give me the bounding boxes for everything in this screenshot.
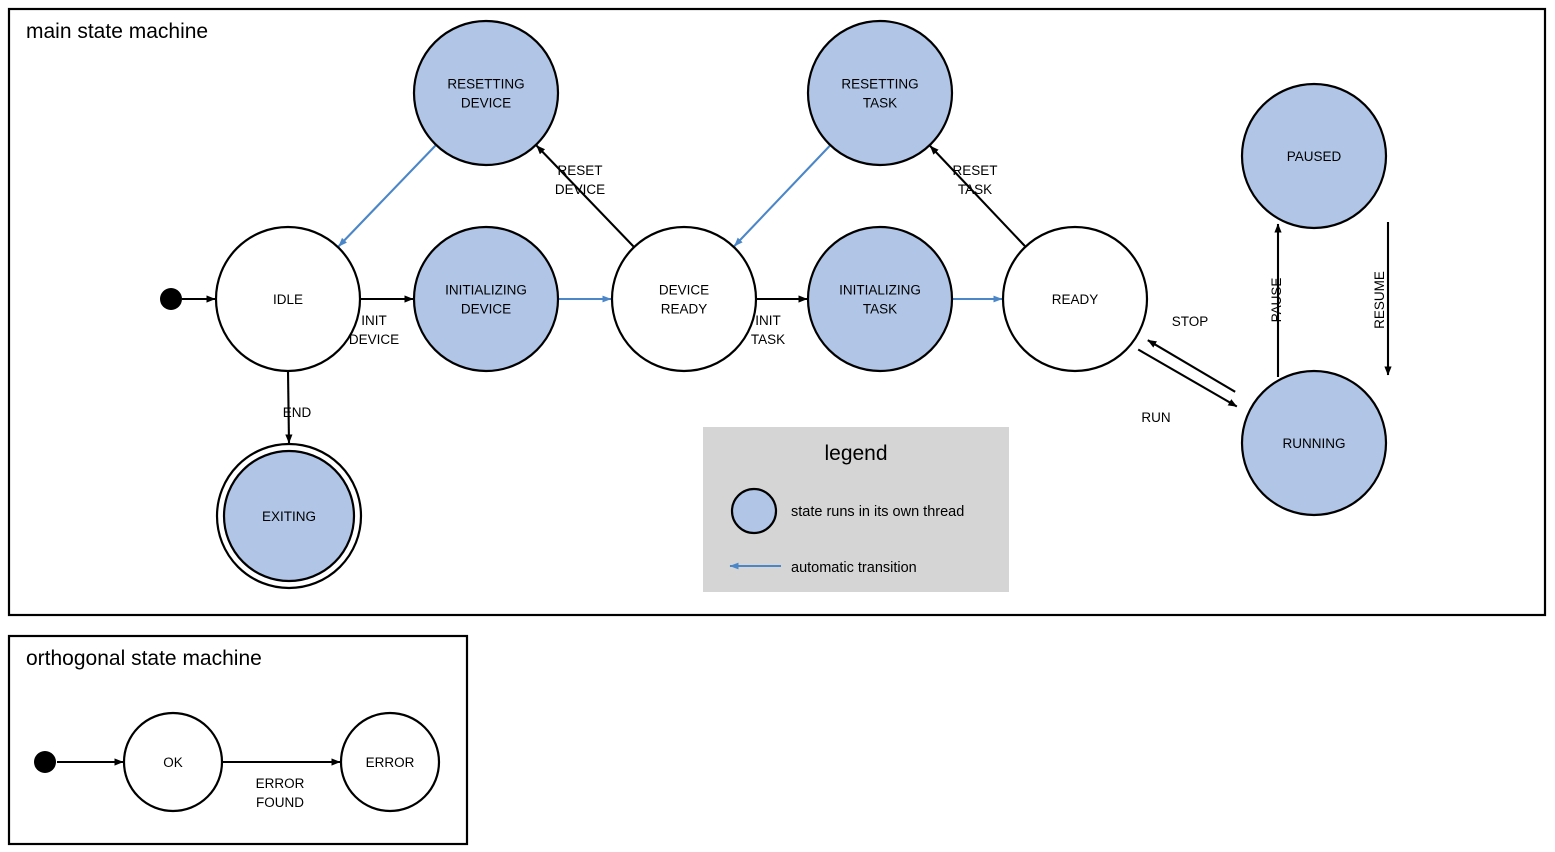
state-label: INITIALIZING	[839, 283, 921, 298]
state-label: IDLE	[273, 292, 303, 307]
state-paused[interactable]: PAUSED	[1240, 82, 1388, 230]
state-label: DEVICE	[659, 283, 709, 298]
state-initializing-device[interactable]: INITIALIZING DEVICE	[412, 225, 560, 373]
legend-item-thread-state: state runs in its own thread	[730, 487, 964, 535]
state-label: DEVICE	[461, 302, 511, 317]
transition-running-to-ready[interactable]	[1147, 339, 1236, 393]
transition-reset-device-to-idle[interactable]	[337, 144, 437, 248]
state-label: READY	[661, 302, 708, 317]
state-circle	[610, 225, 758, 373]
state-label: TASK	[863, 96, 897, 111]
transition-label-idle-to-exiting: END	[283, 405, 312, 420]
final-state-inner-circle	[222, 449, 356, 583]
transition-label-ready-to-reset-task: RESET TASK	[952, 163, 997, 197]
state-error[interactable]: ERROR	[339, 711, 441, 813]
state-idle[interactable]: IDLE	[214, 225, 362, 373]
transition-label-ok-to-error: ERROR FOUND	[256, 776, 305, 810]
start-node-main[interactable]	[160, 288, 182, 310]
transition-label-running-to-ready: STOP	[1172, 314, 1209, 329]
frames-layer: main state machine orthogonal state machi…	[7, 7, 1547, 846]
transition-label-text: END	[283, 405, 312, 420]
transition-label-text: PAUSE	[1269, 278, 1284, 323]
transition-label-text: TASK	[958, 182, 992, 197]
state-ok[interactable]: OK	[122, 711, 224, 813]
state-circle	[806, 19, 954, 167]
transition-label-device-ready-to-init-task: INIT TASK	[751, 313, 785, 347]
transition-label-ready-to-running: RUN	[1141, 410, 1170, 425]
state-label: RESETTING	[447, 77, 524, 92]
legend-item-label: state runs in its own thread	[791, 504, 964, 520]
state-label: TASK	[863, 302, 897, 317]
transition-label-text: RESET	[952, 163, 997, 178]
transition-ready-to-reset-task[interactable]	[929, 145, 1026, 247]
frame-main	[7, 7, 1547, 617]
transition-ready-to-running[interactable]	[1137, 348, 1238, 408]
state-running[interactable]: RUNNING	[1240, 369, 1388, 517]
state-label: INITIALIZING	[445, 283, 527, 298]
transition-label-text: RESUME	[1372, 271, 1387, 329]
legend-item-automatic-transition: automatic transition	[729, 560, 917, 576]
state-circle	[806, 225, 954, 373]
transition-device-ready-to-reset[interactable]	[535, 144, 635, 248]
start-node-orthogonal[interactable]	[34, 751, 56, 773]
state-circle	[339, 711, 441, 813]
transition-label-text: RUN	[1141, 410, 1170, 425]
state-circle	[412, 19, 560, 167]
state-exiting[interactable]: EXITING	[215, 442, 363, 590]
state-initializing-task[interactable]: INITIALIZING TASK	[806, 225, 954, 373]
state-circle	[1240, 82, 1388, 230]
transition-label-text: ERROR	[256, 776, 305, 791]
state-circle	[122, 711, 224, 813]
state-label: RESETTING	[841, 77, 918, 92]
transition-reset-task-to-device-ready[interactable]	[733, 145, 831, 247]
state-label: OK	[163, 755, 183, 770]
state-ready[interactable]: READY	[1001, 225, 1149, 373]
transition-idle-to-exiting[interactable]	[285, 370, 293, 444]
transition-label-text: DEVICE	[349, 332, 399, 347]
legend-title: legend	[824, 442, 887, 465]
transition-label-text: FOUND	[256, 795, 304, 810]
transition-label-text: DEVICE	[555, 182, 605, 197]
state-label: PAUSED	[1287, 149, 1342, 164]
legend-item-label: automatic transition	[791, 560, 917, 576]
transition-label-paused-to-running: RESUME	[1372, 271, 1387, 329]
state-resetting-device[interactable]: RESETTING DEVICE	[412, 19, 560, 167]
transition-label-running-to-paused: PAUSE	[1269, 278, 1284, 323]
transition-label-text: STOP	[1172, 314, 1209, 329]
state-label: DEVICE	[461, 96, 511, 111]
state-label: READY	[1052, 292, 1099, 307]
state-resetting-task[interactable]: RESETTING TASK	[806, 19, 954, 167]
state-label: EXITING	[262, 509, 316, 524]
legend-layer: legend state runs in its own thread automa…	[703, 427, 1009, 592]
state-circle	[1240, 369, 1388, 517]
transitions-layer	[57, 144, 1392, 766]
transition-label-text: TASK	[751, 332, 785, 347]
transition-label-text: INIT	[361, 313, 387, 328]
transition-label-idle-to-init-device: INIT DEVICE	[349, 313, 399, 347]
transition-labels-layer: INIT DEVICE RESET DEVICE INIT TASK RESET TASK RU…	[256, 163, 1387, 810]
transition-label-text: INIT	[755, 313, 781, 328]
state-circle	[1001, 225, 1149, 373]
transition-label-device-ready-to-reset: RESET DEVICE	[555, 163, 605, 197]
transition-label-text: RESET	[557, 163, 602, 178]
state-device-ready[interactable]: DEVICE READY	[610, 225, 758, 373]
states-layer: IDLERESETTINGDEVICEINITIALIZINGDEVICEDEV…	[34, 19, 1388, 813]
state-label: RUNNING	[1283, 436, 1346, 451]
state-circle	[214, 225, 362, 373]
frame-orthogonal	[7, 634, 469, 846]
state-circle	[412, 225, 560, 373]
state-label: ERROR	[366, 755, 415, 770]
thread-state-swatch-icon	[730, 487, 778, 535]
frame-title-orthogonal: orthogonal state machine	[26, 647, 262, 670]
frame-title-main: main state machine	[26, 20, 208, 43]
